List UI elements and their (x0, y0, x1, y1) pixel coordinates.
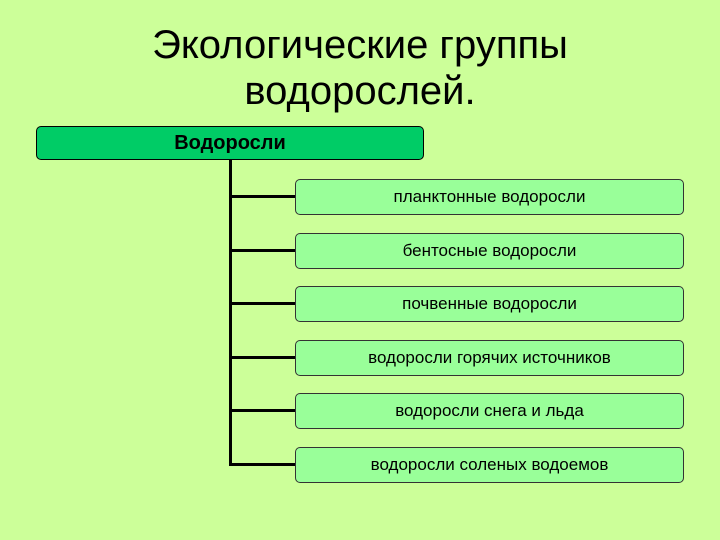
child-node-snow-ice: водоросли снега и льда (295, 393, 684, 429)
connector-branch-5 (229, 409, 295, 412)
slide-title-line-1: Экологические группы (152, 23, 568, 67)
child-node-soil: почвенные водоросли (295, 286, 684, 322)
child-node-benthic: бентосные водоросли (295, 233, 684, 269)
connector-branch-1 (229, 195, 295, 198)
connector-branch-4 (229, 356, 295, 359)
slide-title-line-2: водорослей. (244, 69, 476, 113)
connector-branch-3 (229, 302, 295, 305)
root-node-algae: Водоросли (36, 126, 424, 160)
connector-branch-6 (229, 463, 295, 466)
connector-branch-2 (229, 249, 295, 252)
slide-title: Экологические группы водорослей. (0, 22, 720, 114)
connector-trunk (229, 160, 232, 465)
child-node-planktonic: планктонные водоросли (295, 179, 684, 215)
child-node-hot-springs: водоросли горячих источников (295, 340, 684, 376)
child-node-saline-waters: водоросли соленых водоемов (295, 447, 684, 483)
